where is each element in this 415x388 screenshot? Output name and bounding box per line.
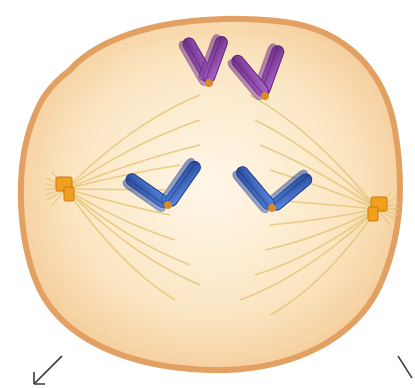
arrow-right-icon bbox=[398, 356, 412, 378]
kinetochore bbox=[205, 79, 213, 87]
kinetochore bbox=[268, 204, 276, 212]
arrow-left-icon bbox=[34, 356, 62, 384]
kinetochore bbox=[164, 201, 172, 209]
kinetochore bbox=[261, 92, 269, 100]
